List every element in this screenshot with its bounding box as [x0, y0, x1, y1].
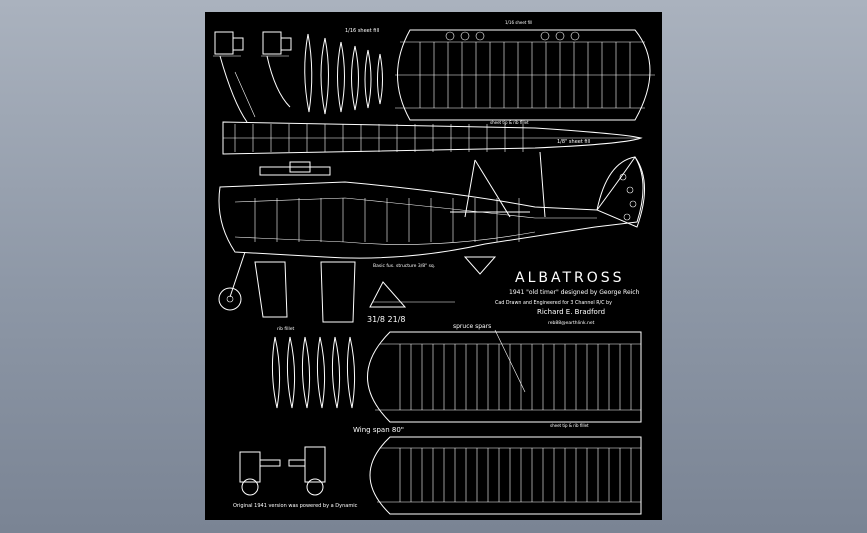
author-name: Richard E. Bradford — [537, 308, 605, 316]
drawing-title: ALBATROSS — [515, 270, 625, 286]
stabilizer-plan — [395, 29, 655, 121]
fin — [596, 156, 646, 228]
wing-panel-upper — [367, 331, 642, 423]
svg-text:1/16 sheet fill: 1/16 sheet fill — [345, 28, 379, 34]
formers — [254, 261, 455, 323]
rib-note: rib fillet — [277, 326, 294, 332]
ribs-top — [304, 33, 383, 115]
wingspan-label: Wing span 80" — [353, 426, 404, 434]
top-stab-note: 1/16 sheet fill — [505, 20, 532, 25]
wing-panel-lower — [369, 436, 642, 515]
fuse-structure-note: Basic fus. structure 3/8" sq. — [373, 263, 435, 269]
landing-gear — [218, 251, 497, 311]
engine-drawing-top — [213, 31, 292, 123]
fuselage-note: 1/8" sheet fill — [557, 139, 590, 145]
fuselage-side-view — [218, 151, 644, 259]
blueprint-sheet[interactable]: 1/16 sheet fill sheet tip & rib fillet 1… — [205, 12, 662, 520]
strut-label: 31/8 21/8 — [367, 315, 405, 324]
author-email: reb88@earthlink.net — [548, 320, 595, 326]
spruce-spars-label: spruce spars — [453, 323, 491, 330]
drawing-subtitle: 1941 "old timer" designed by George Reic… — [509, 289, 640, 296]
ribs-lower — [271, 336, 356, 409]
plan-drawing: 1/16 sheet fill sheet tip & rib fillet 1… — [213, 20, 655, 515]
fuselage-top-view — [222, 121, 643, 155]
engine-note: Original 1941 version was powered by a D… — [233, 503, 358, 509]
credit-line: Cad Drawn and Engineered for 3 Channel R… — [495, 300, 612, 306]
engine-drawing-bottom — [239, 446, 326, 496]
wing-note: sheet tip & rib fillet — [550, 423, 589, 428]
svg-text:sheet tip & rib fillet: sheet tip & rib fillet — [490, 120, 529, 125]
